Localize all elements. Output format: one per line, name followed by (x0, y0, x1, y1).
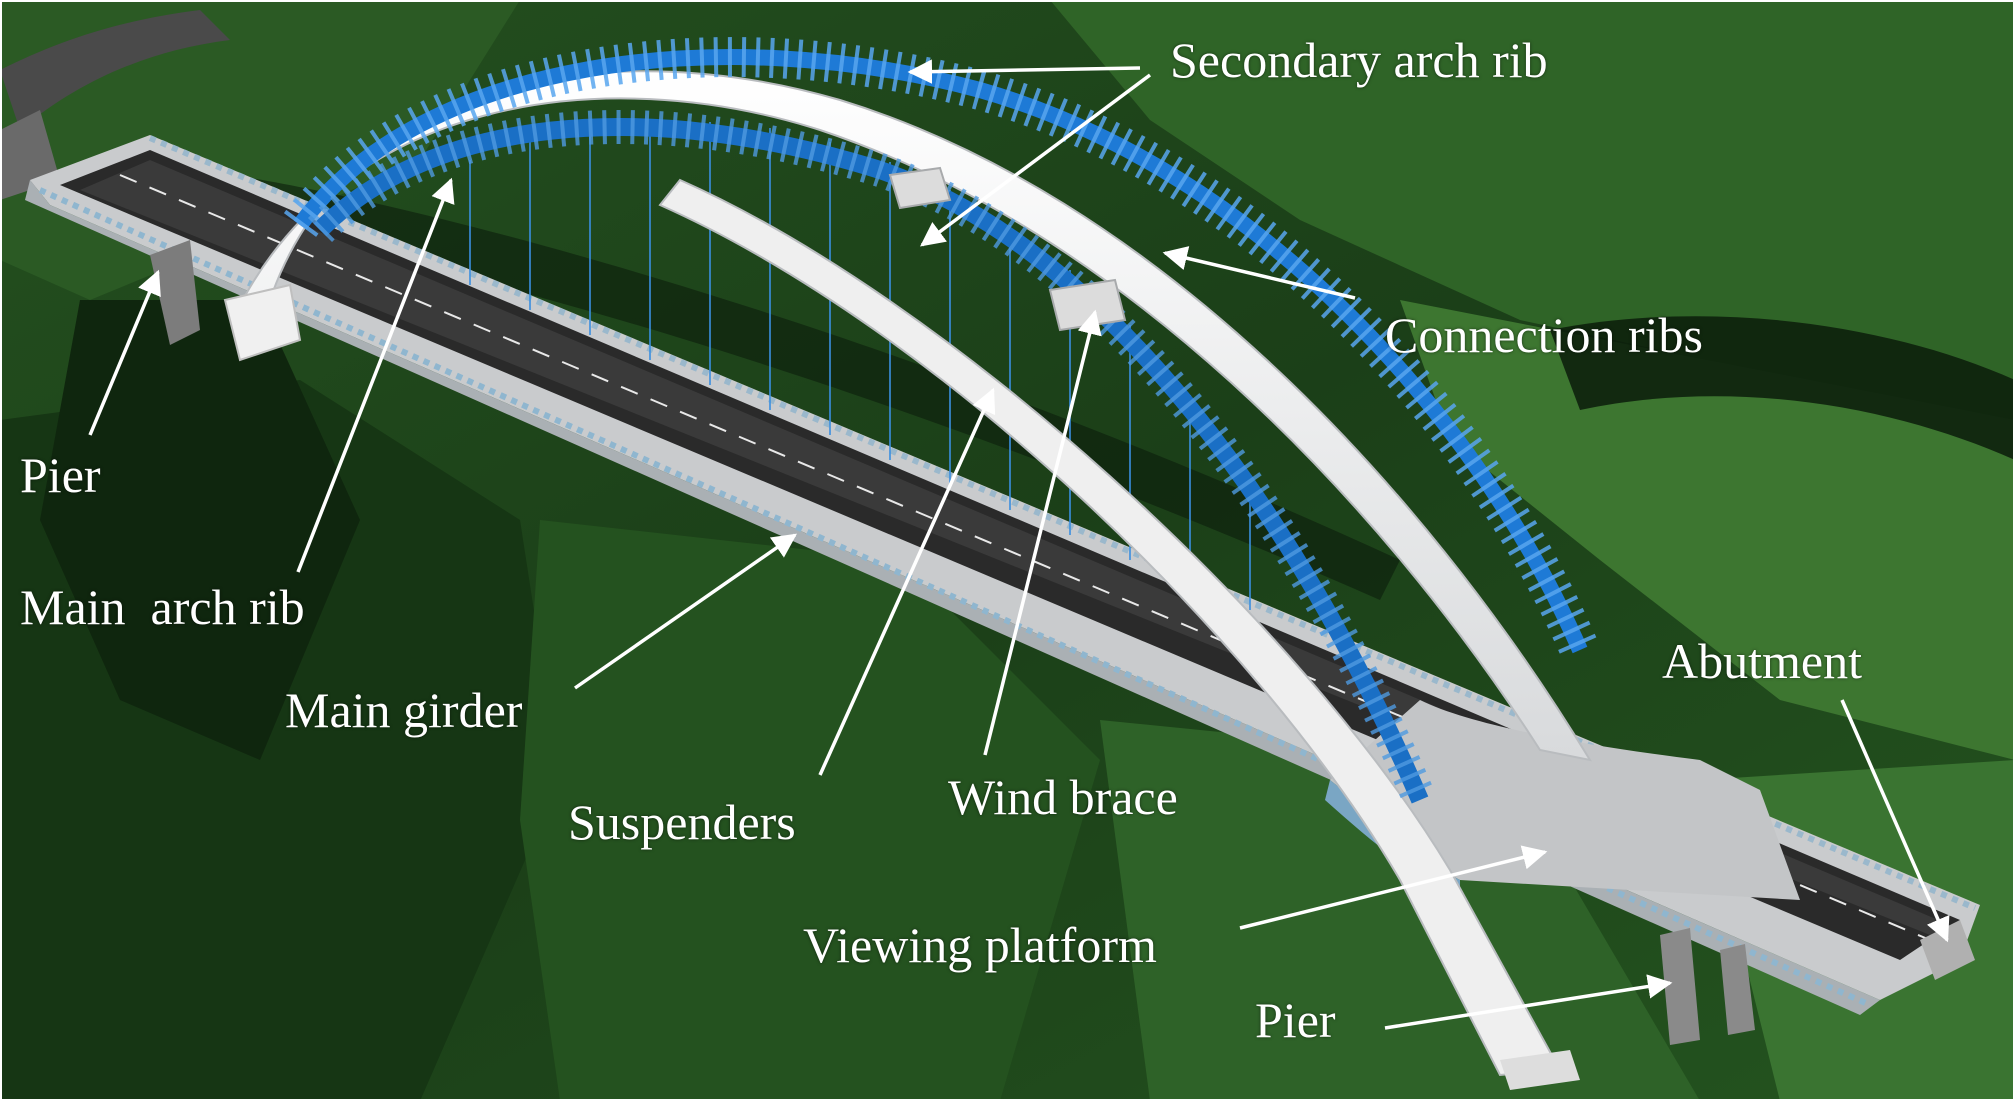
arrow-main-arch-rib (296, 177, 455, 573)
arrow-secondary-arch-rib-b (920, 73, 1152, 247)
arrow-wind-brace (983, 309, 1102, 756)
label-secondary-arch-rib: Secondary arch rib (1170, 32, 1548, 88)
arrow-suspenders (818, 387, 996, 776)
label-abutment: Abutment (1662, 633, 1862, 689)
label-main-girder: Main girder (285, 682, 523, 738)
annotation-arrows (88, 59, 1950, 1030)
label-pier-right: Pier (1255, 992, 1336, 1048)
label-viewing-platform: Viewing platform (803, 917, 1157, 973)
arrow-pier-right (1384, 974, 1673, 1030)
label-suspenders: Suspenders (568, 794, 796, 850)
label-main-arch-rib: Main arch rib (20, 579, 305, 635)
main-arch-rib (228, 70, 1593, 1090)
connection-ribs (888, 166, 1127, 332)
arrow-main-girder (574, 533, 798, 690)
arrow-pier-left (88, 269, 161, 436)
arrow-viewing-platform (1239, 845, 1548, 930)
piers (150, 240, 1975, 1045)
label-connection-ribs: Connection ribs (1385, 307, 1704, 363)
arrow-secondary-arch-rib-a (907, 59, 1141, 84)
arrow-connection-ribs (1162, 246, 1356, 300)
label-wind-brace: Wind brace (948, 769, 1178, 825)
arrow-abutment (1840, 699, 1950, 943)
label-pier-left: Pier (20, 447, 101, 503)
